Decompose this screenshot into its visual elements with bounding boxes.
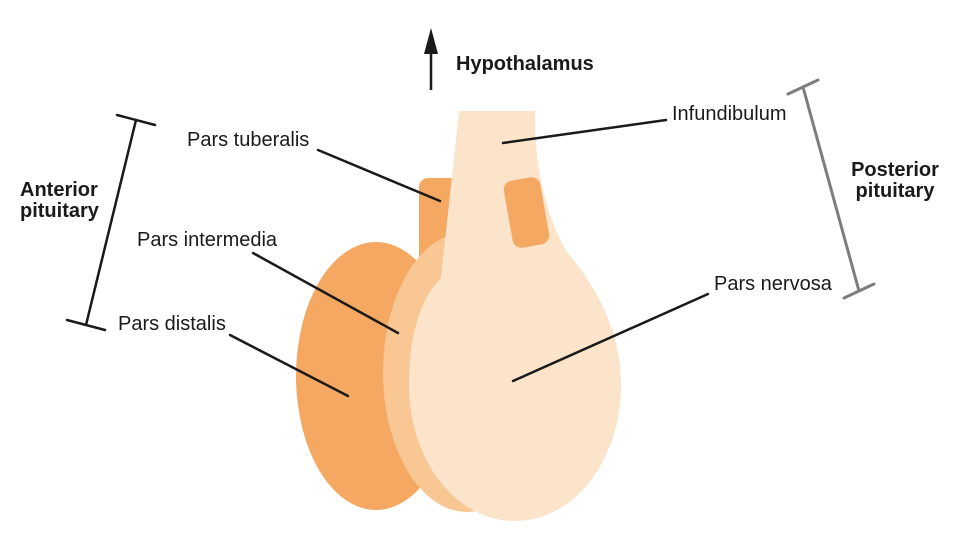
label-anterior-pituitary: Anterior pituitary <box>20 180 99 222</box>
label-anterior-pituitary-line2: pituitary <box>20 200 99 222</box>
anterior-bracket-bottom-tick <box>65 318 107 332</box>
leader-pars-nervosa <box>511 292 710 383</box>
posterior-bracket-line <box>801 85 861 293</box>
anterior-bracket-line <box>84 118 138 327</box>
posterior-bracket <box>786 78 876 300</box>
label-pars-intermedia: Pars intermedia <box>137 229 278 251</box>
arrow-up-icon <box>424 28 438 90</box>
posterior-bracket-bottom-tick <box>842 282 876 300</box>
arrow-head <box>424 28 438 54</box>
label-posterior-pituitary-line1: Posterior <box>851 159 939 181</box>
label-pars-distalis: Pars distalis <box>118 313 226 335</box>
label-anterior-pituitary-line1: Anterior <box>20 179 98 201</box>
anterior-bracket <box>65 113 157 332</box>
label-infundibulum: Infundibulum <box>672 103 787 125</box>
label-pars-tuberalis: Pars tuberalis <box>187 129 310 151</box>
leader-pars-intermedia <box>251 251 400 335</box>
pars-tuberalis-right-shape <box>503 177 550 248</box>
leader-pars-distalis <box>228 333 350 398</box>
label-pars-nervosa: Pars nervosa <box>714 273 832 295</box>
leader-infundibulum <box>501 118 668 145</box>
posterior-lobe-shape <box>409 111 621 521</box>
label-hypothalamus: Hypothalamus <box>456 53 594 75</box>
label-posterior-pituitary: Posterior pituitary <box>845 160 945 202</box>
leader-pars-tuberalis <box>316 148 442 203</box>
label-posterior-pituitary-line2: pituitary <box>855 180 935 202</box>
